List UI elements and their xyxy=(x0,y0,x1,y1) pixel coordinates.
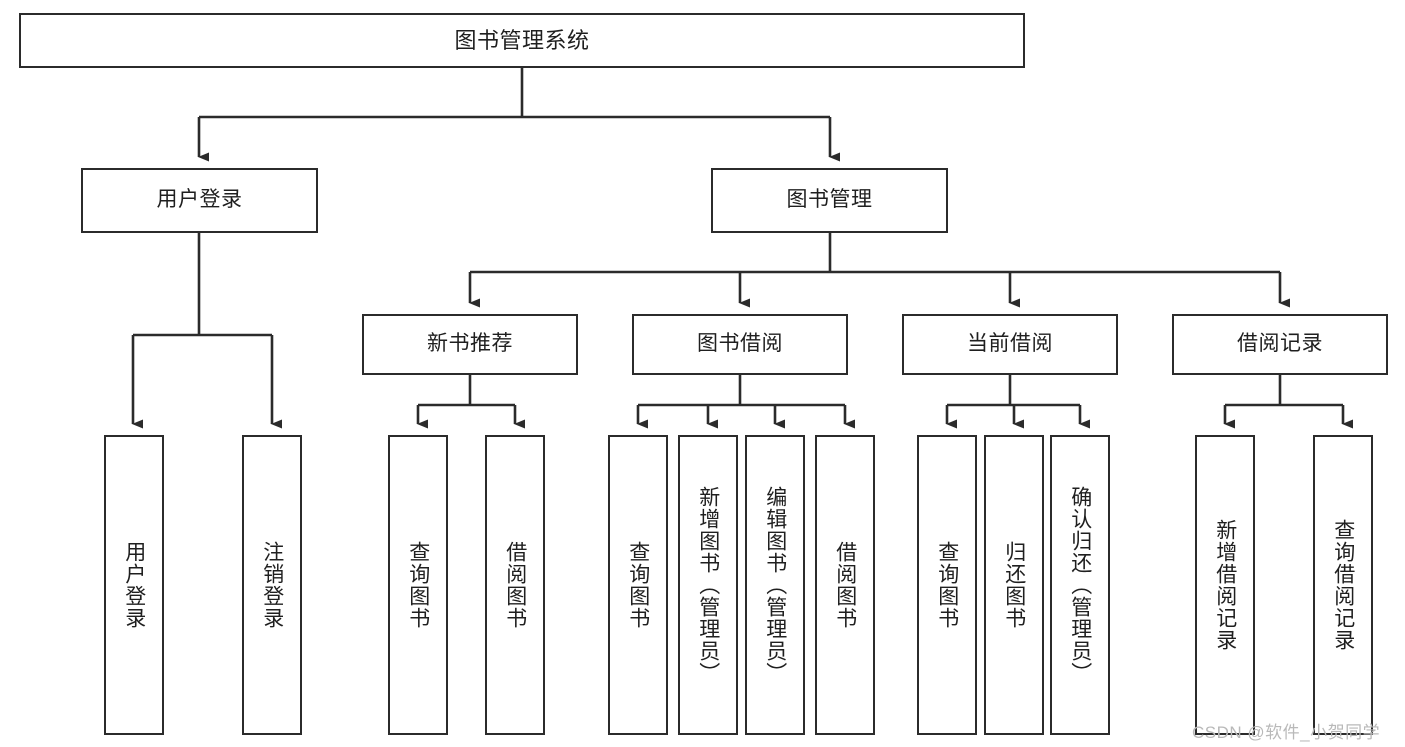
node-user-login[interactable]: 用户登录 xyxy=(81,168,318,233)
node-current-borrow-label: 当前借阅 xyxy=(967,332,1053,356)
node-root-label: 图书管理系统 xyxy=(454,27,590,53)
node-leaf-edit-book[interactable]: 编辑图书（管理员） xyxy=(745,435,805,735)
node-book-manage[interactable]: 图书管理 xyxy=(711,168,948,233)
node-leaf-add-book-label: 新增图书（管理员） xyxy=(696,486,720,684)
node-leaf-query-book-2[interactable]: 查询图书 xyxy=(608,435,668,735)
node-book-borrow-label: 图书借阅 xyxy=(697,332,783,356)
node-leaf-borrow-book-2[interactable]: 借阅图书 xyxy=(815,435,875,735)
node-leaf-borrow-book-1[interactable]: 借阅图书 xyxy=(485,435,545,735)
node-leaf-add-book[interactable]: 新增图书（管理员） xyxy=(678,435,738,735)
node-leaf-query-record[interactable]: 查询借阅记录 xyxy=(1313,435,1373,735)
node-leaf-user-login-label: 用户登录 xyxy=(122,541,146,629)
node-user-login-label: 用户登录 xyxy=(156,188,243,212)
node-leaf-return-book[interactable]: 归还图书 xyxy=(984,435,1044,735)
node-leaf-logout[interactable]: 注销登录 xyxy=(242,435,302,735)
node-leaf-query-book-3[interactable]: 查询图书 xyxy=(917,435,977,735)
node-new-book-rec[interactable]: 新书推荐 xyxy=(362,314,578,375)
node-leaf-user-login[interactable]: 用户登录 xyxy=(104,435,164,735)
node-root[interactable]: 图书管理系统 xyxy=(19,13,1025,68)
node-leaf-return-book-label: 归还图书 xyxy=(1002,541,1026,629)
node-leaf-add-record-label: 新增借阅记录 xyxy=(1213,519,1237,651)
node-book-manage-label: 图书管理 xyxy=(786,188,873,212)
node-leaf-query-book-3-label: 查询图书 xyxy=(935,541,959,629)
node-leaf-logout-label: 注销登录 xyxy=(260,541,284,629)
node-leaf-query-book-1[interactable]: 查询图书 xyxy=(388,435,448,735)
node-current-borrow[interactable]: 当前借阅 xyxy=(902,314,1118,375)
node-borrow-record[interactable]: 借阅记录 xyxy=(1172,314,1388,375)
node-leaf-add-record[interactable]: 新增借阅记录 xyxy=(1195,435,1255,735)
node-leaf-query-record-label: 查询借阅记录 xyxy=(1331,519,1355,651)
node-leaf-query-book-1-label: 查询图书 xyxy=(406,541,430,629)
watermark-text: CSDN @软件_小贺同学 xyxy=(1192,723,1381,742)
node-leaf-query-book-2-label: 查询图书 xyxy=(626,541,650,629)
node-leaf-edit-book-label: 编辑图书（管理员） xyxy=(763,486,787,684)
node-leaf-confirm-return[interactable]: 确认归还（管理员） xyxy=(1050,435,1110,735)
node-leaf-borrow-book-1-label: 借阅图书 xyxy=(503,541,527,629)
node-leaf-confirm-return-label: 确认归还（管理员） xyxy=(1068,486,1092,684)
node-new-book-rec-label: 新书推荐 xyxy=(427,332,513,356)
node-leaf-borrow-book-2-label: 借阅图书 xyxy=(833,541,857,629)
node-borrow-record-label: 借阅记录 xyxy=(1237,332,1323,356)
node-book-borrow[interactable]: 图书借阅 xyxy=(632,314,848,375)
